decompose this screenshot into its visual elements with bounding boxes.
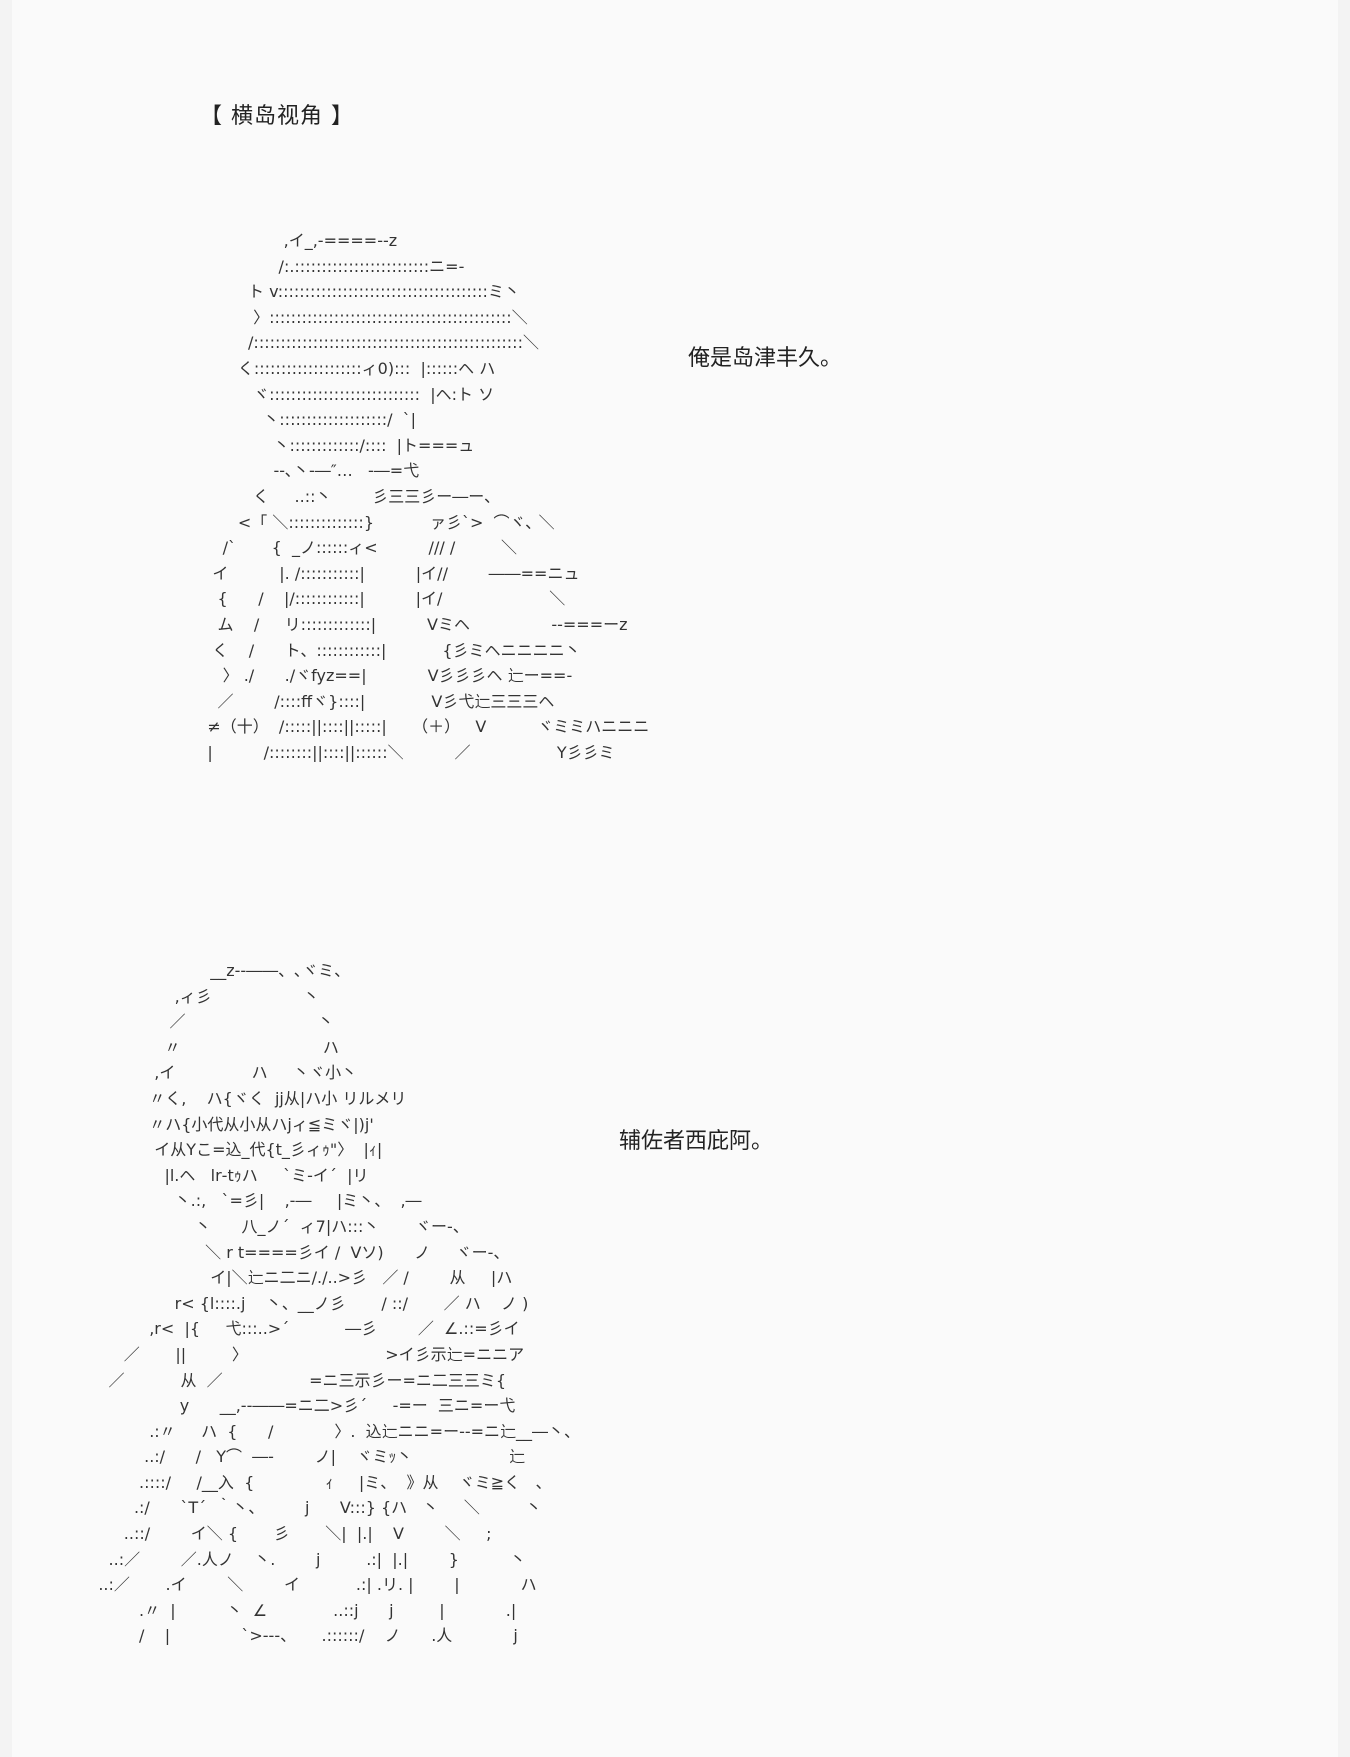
dialogue-scipio: 辅佐者西庇阿。 xyxy=(619,1129,774,1154)
ascii-art-scipio: __z--――、､ヾミ、 ,ィ彡 丶 ／ 丶 〃 ハ ,イ ハ 丶ヾ小丶 xyxy=(98,961,581,1646)
page-header: 【 横岛视角 】 xyxy=(200,104,354,129)
page: 【 横岛视角 】 ,イ_,-====--z /:.:::::::::::::::… xyxy=(12,0,1338,1757)
dialogue-shimazu: 俺是岛津丰久。 xyxy=(688,346,843,371)
ascii-art-shimazu: ,イ_,-====--z /:.::::::::::::::::::::::::… xyxy=(207,231,650,762)
